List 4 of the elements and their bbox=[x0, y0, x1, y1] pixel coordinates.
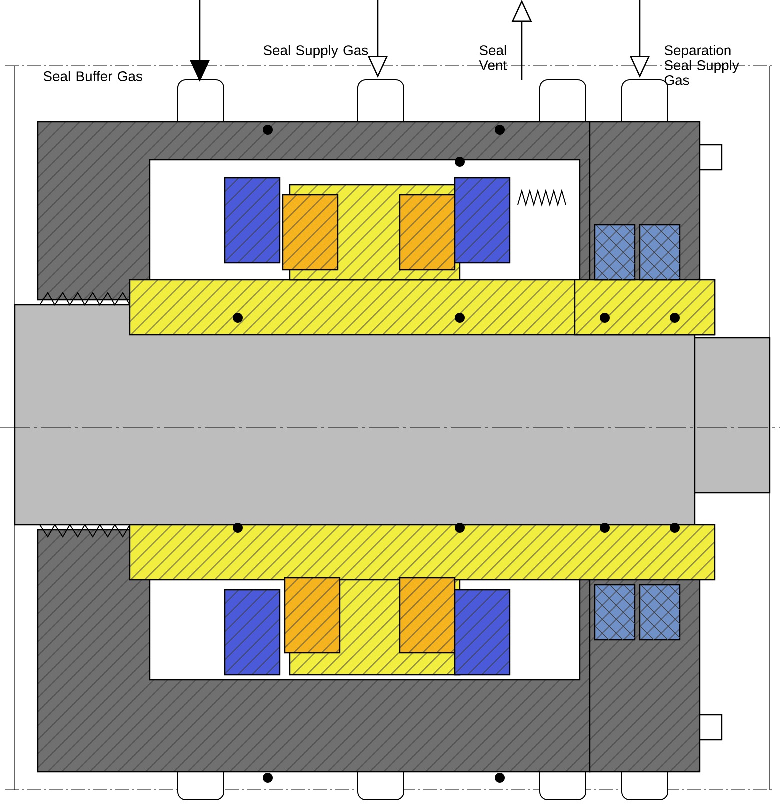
label: Seal Vent bbox=[479, 45, 508, 70]
label: Seal Buffer Gas bbox=[44, 71, 142, 82]
label: Separation Seal Supply Gas bbox=[664, 45, 740, 86]
label: Seal Supply Gas bbox=[264, 45, 368, 58]
